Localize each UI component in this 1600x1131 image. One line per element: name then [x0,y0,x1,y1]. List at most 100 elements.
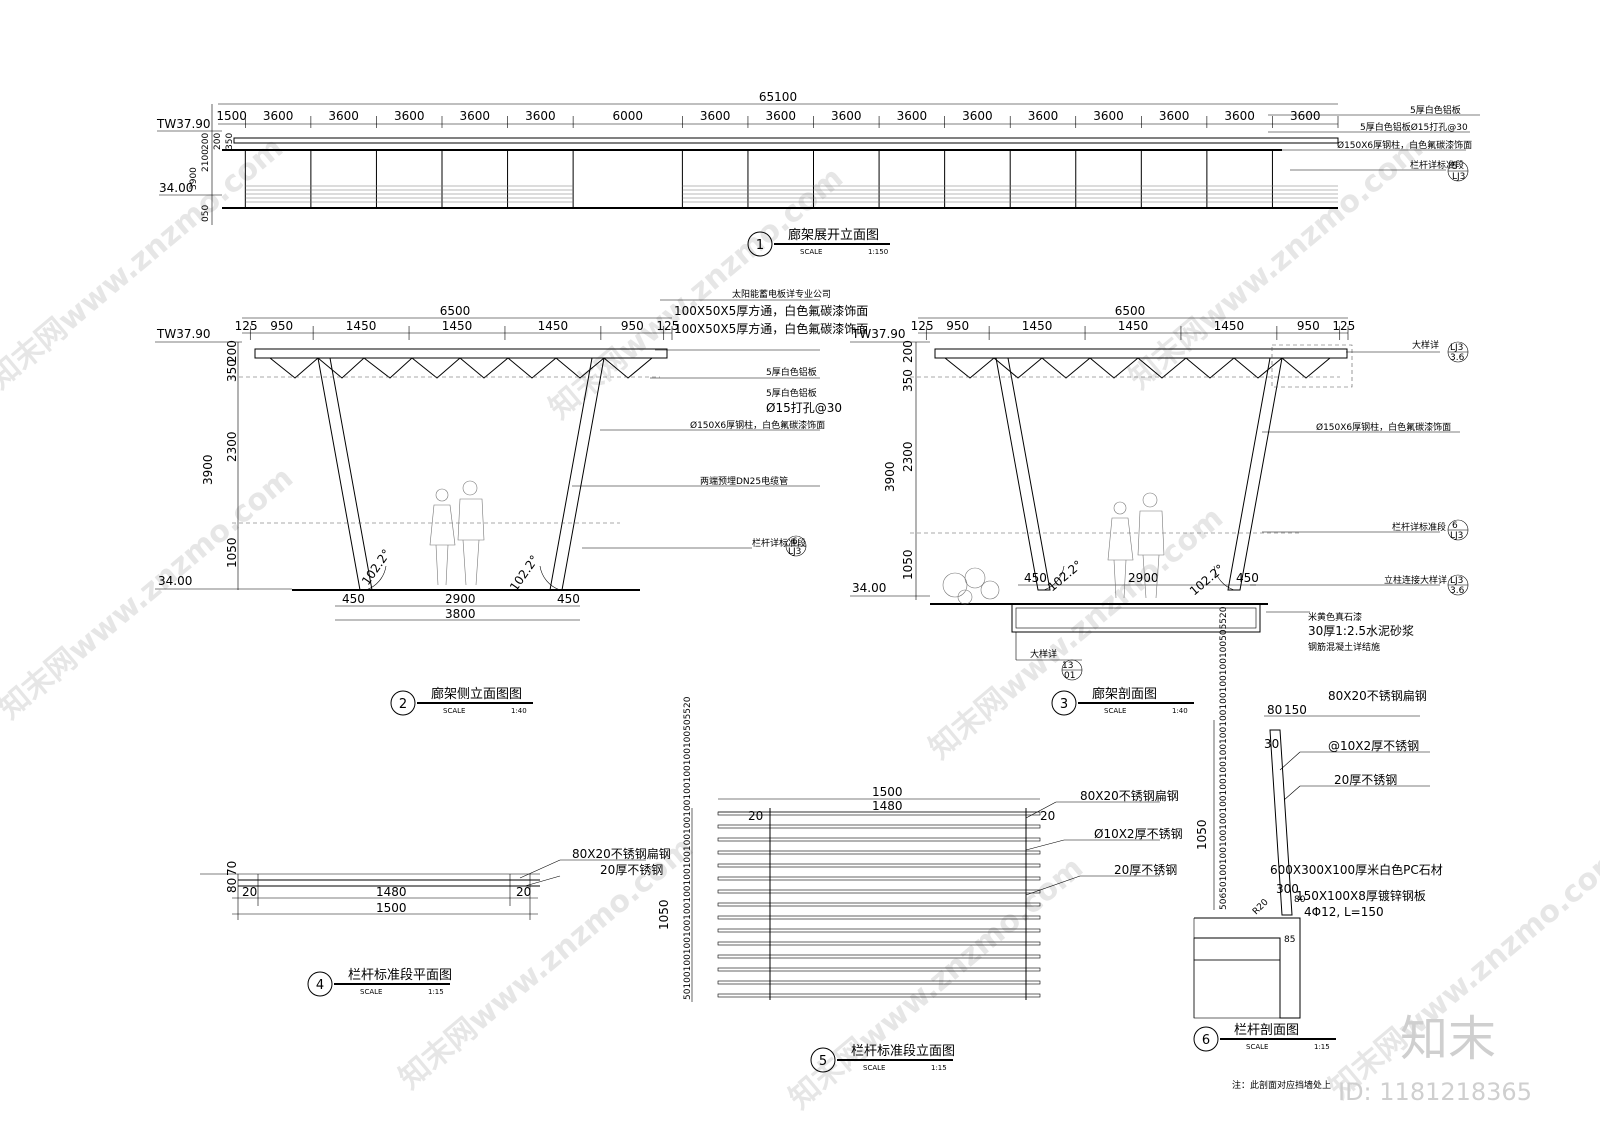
rail-slat [717,941,1041,946]
width-dim: 70 [225,861,239,876]
bay-dim: 3600 [700,109,731,123]
rail-slat [717,967,1041,972]
small-dim: 80 [1294,895,1306,905]
note: 80X20不锈钢扁钢 [1080,789,1179,803]
note: 5厚白色铝板 [1410,104,1461,116]
bay-dim: 3600 [525,109,556,123]
title-number-circle [390,690,416,716]
rail-slat [717,928,1041,933]
note: Ø15打孔@30 [766,401,842,415]
segment-dim: 950 [1297,319,1320,333]
mortar-layer [1193,937,1281,961]
posts [244,150,1273,208]
total-dim: 1500 [376,901,407,915]
segment-dim: 1450 [1022,319,1053,333]
ref-top: 6 [1452,521,1458,531]
footnote: 注：此剖面对应挡墙处上 [1232,1079,1331,1091]
note: Ø10X2厚不锈钢 [1094,827,1183,841]
angle-label: 102.2° [1187,562,1227,599]
end-dim: 20 [242,885,257,899]
height-dim: 350 [901,369,915,392]
leader [524,875,561,887]
height-dim: 350 [225,133,235,150]
note: Ø150X6厚钢柱，白色氟碳漆饰面 [1316,421,1451,433]
bay-dim: 3600 [328,109,359,123]
rail-slat [717,863,1041,868]
ref-bottom: LJ3 [1452,172,1465,182]
segment-dim: 1450 [442,319,473,333]
bay-dim: 3600 [460,109,491,123]
title-scale: 1:15 [1314,1043,1330,1051]
note: 太阳能蓄电板详专业公司 [732,288,831,300]
angle-label: 102.2° [359,547,394,588]
end-dim: 20 [1040,809,1055,823]
note: 4Φ12, L=150 [1304,905,1384,919]
title-name: 廊架侧立面图图 [431,686,522,702]
height-dim: 2300 [225,431,239,462]
watermark-text: 知末网www.znzmo.com [923,500,1230,766]
steel-column-left [995,357,1051,591]
rail-slat [717,915,1041,920]
ref-top: LJ3 [1450,343,1463,353]
shrub-planting [942,567,1000,605]
small-dim: 85 [1284,935,1295,945]
level-top: TW37.90 [851,327,906,341]
title-name: 廊架剖面图 [1092,686,1157,702]
title-number: 5 [819,1054,827,1069]
height-dim: 3900 [201,454,215,485]
height-dim: 050 [201,205,211,222]
title-number-circle [1193,1026,1219,1052]
note: 100X50X5厚方通，白色氟碳漆饰面 [674,303,868,318]
title-name: 栏杆标准段立面图 [851,1044,955,1059]
rail-slat [717,876,1041,881]
segment-dim: 125 [235,319,258,333]
title-number-circle [307,971,333,997]
title-number-circle [747,231,773,257]
detail-dim: 300 [1276,882,1299,896]
segment-dim: 125 [911,319,934,333]
steel-column-left [317,357,373,591]
ref-bottom: 3.6 [1450,586,1465,596]
note: 150X100X8厚镀锌钢板 [1296,889,1426,903]
note: 大样详 [1030,648,1057,660]
inner-dim: 1480 [872,799,903,813]
note: 100X50X5厚方通，白色氟碳漆饰面 [674,321,868,336]
rail-slats [717,811,1041,998]
note: 80X20不锈钢扁钢 [1328,689,1427,703]
note: 立柱连接大样详 [1384,574,1447,586]
human-figures [429,480,485,586]
note: 钢筋混凝土详结施 [1308,641,1380,653]
roof-frame [254,348,668,359]
brand-logo: 知末 [1400,1011,1496,1067]
rail-slat [717,889,1041,894]
title-scale-label: SCALE [360,988,382,996]
railing-lines [245,185,1338,203]
bay-dim: 3600 [897,109,928,123]
segment-dim: 125 [656,319,679,333]
note: 20厚不锈钢 [600,863,663,877]
railing-elevation: 1500 1480 20 20 501001001001001001001001… [657,696,1183,1002]
folded-plate [269,357,653,379]
segment-dim: 125 [1332,319,1355,333]
height-dim: 200 [901,340,915,363]
height-dim: 1050 [225,537,239,568]
ref-top: 6 [792,537,798,547]
bay-dim: 3600 [831,109,862,123]
ref-bottom: LJ3 [788,547,801,557]
height-dim: 200 [213,133,223,150]
radius-dim: R20 [1251,897,1271,917]
bay-dim: 6000 [612,109,643,123]
title-number-circle [810,1047,836,1073]
segment-dim: 1450 [1118,319,1149,333]
image-id: ID: 1181218365 [1338,1078,1532,1106]
segment-dim: 1450 [538,319,569,333]
rail-slat [717,980,1041,985]
bay-dim: 3600 [263,109,294,123]
rail-slat [717,902,1041,907]
ref-top: 13 [1062,661,1073,671]
foundation [1011,603,1261,633]
stack-dim: 5065010010010010010010010010010010010010… [1219,606,1229,910]
title-name: 栏杆剖面图 [1234,1023,1299,1038]
